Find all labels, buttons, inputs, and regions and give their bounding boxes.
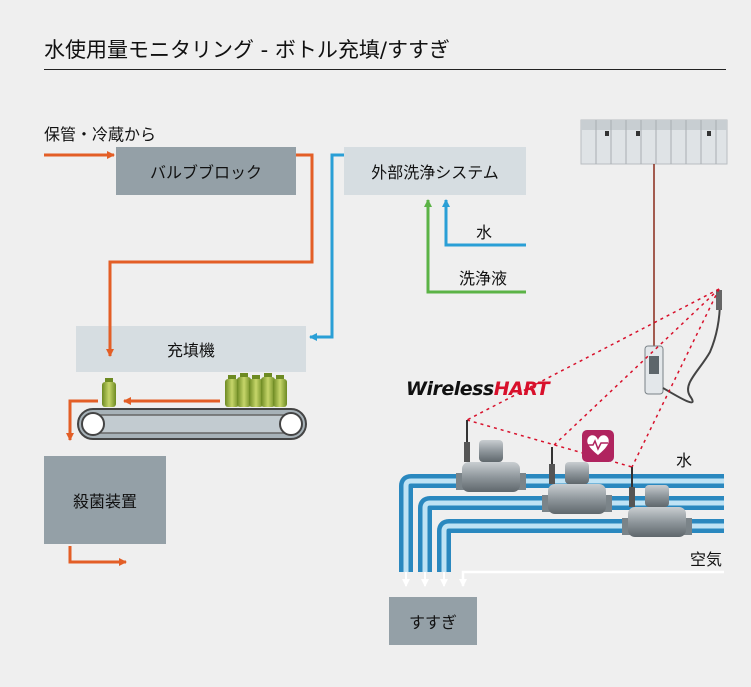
plc-icon xyxy=(580,119,728,165)
wirelesshart-logo-part2: HART xyxy=(493,378,550,400)
flow-sterilizer-out xyxy=(68,546,127,566)
water-in-label: 水 xyxy=(476,223,493,242)
page-title: 水使用量モニタリング - ボトル充填/すすぎ xyxy=(44,38,451,62)
cip-flow-lines xyxy=(309,153,526,341)
flowmeter-icon xyxy=(622,467,692,537)
valve-block-label: バルブブロック xyxy=(149,163,262,182)
flow-water-to-cip xyxy=(442,199,526,247)
bottle-group-icon xyxy=(225,373,287,407)
cip-system-label: 外部洗浄システム xyxy=(371,163,499,182)
sterilizer-label: 殺菌装置 xyxy=(72,492,137,511)
sterilizer-box: 殺菌装置 xyxy=(44,456,166,544)
valve-block-box: バルブブロック xyxy=(116,147,296,195)
health-heart-icon xyxy=(582,430,614,462)
wirelesshart-logo-part1: Wireless xyxy=(406,378,494,400)
flowmeter-icon xyxy=(456,420,526,492)
flow-conveyor-to-sterilizer xyxy=(66,399,98,441)
pipe-network xyxy=(399,474,724,587)
cip-system-box: 外部洗浄システム xyxy=(344,147,526,195)
flow-cip-to-filler xyxy=(309,153,344,341)
bottle-icon xyxy=(102,378,116,407)
air-line-label: 空気 xyxy=(690,550,723,569)
flow-valve-to-filler xyxy=(106,153,314,357)
wirelesshart-logo: WirelessHART xyxy=(406,378,550,400)
filler-box: 充填機 xyxy=(76,326,306,372)
gateway-icon xyxy=(644,290,722,404)
water-line-label: 水 xyxy=(676,451,693,470)
storage-label: 保管・冷蔵から xyxy=(44,125,157,144)
air-line xyxy=(459,570,724,587)
rinse-box: すすぎ xyxy=(389,597,477,645)
rinse-label: すすぎ xyxy=(408,613,457,632)
product-flow-lines xyxy=(44,151,314,566)
filler-label: 充填機 xyxy=(166,341,215,360)
detergent-label: 洗浄液 xyxy=(459,269,508,288)
flow-detergent-to-cip xyxy=(424,199,526,294)
title-divider xyxy=(44,69,726,70)
flowmeter-icon xyxy=(542,447,612,514)
conveyor-icon xyxy=(77,408,307,440)
